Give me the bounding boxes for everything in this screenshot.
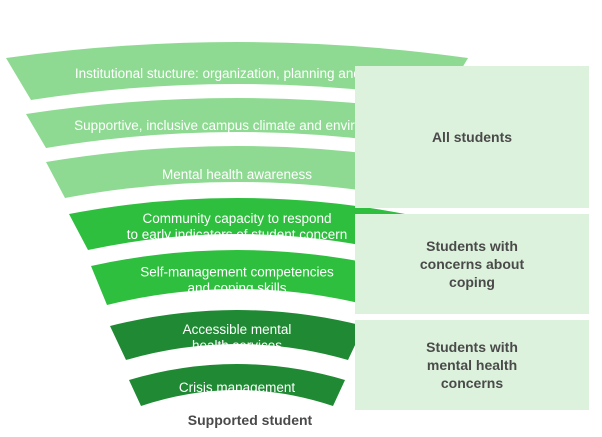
funnel-band-1 — [6, 42, 468, 100]
funnel-band-4-label: to early indicators of student concern — [127, 227, 348, 242]
funnel-band-5-label: Self-management competencies — [140, 265, 334, 280]
funnel-band-6 — [110, 310, 364, 360]
funnel-band-1-label: Institutional stucture: organization, pl… — [75, 66, 399, 81]
footer-label: Supported student — [187, 412, 313, 428]
funnel-band-6-label: health services — [192, 338, 282, 353]
audience-label-all: All students — [431, 129, 513, 145]
funnel-band-5-label: and coping skills — [187, 281, 286, 296]
funnel-band-3 — [46, 146, 428, 198]
audience-box-all: All students — [355, 66, 589, 208]
audience-box-coping: Students with concerns about coping — [355, 214, 589, 314]
funnel-band-3-label: Mental health awareness — [162, 167, 312, 182]
audience-box-mental-health: Students with mental health concerns — [355, 320, 589, 410]
funnel-band-4-label: Community capacity to respond — [142, 211, 331, 226]
funnel-band-6-label: Accessible mental — [183, 322, 292, 337]
funnel-band-2-label: Supportive, inclusive campus climate and… — [74, 118, 400, 133]
funnel-band-2 — [26, 98, 448, 148]
funnel-band-4 — [69, 198, 405, 250]
funnel-band-5 — [91, 250, 383, 305]
funnel-band-7 — [129, 364, 345, 406]
audience-label-mental-health: Students with mental health concerns — [426, 339, 518, 391]
audience-label-coping: Students with concerns about coping — [419, 238, 525, 290]
funnel-band-7-label: Crisis management — [179, 380, 296, 395]
